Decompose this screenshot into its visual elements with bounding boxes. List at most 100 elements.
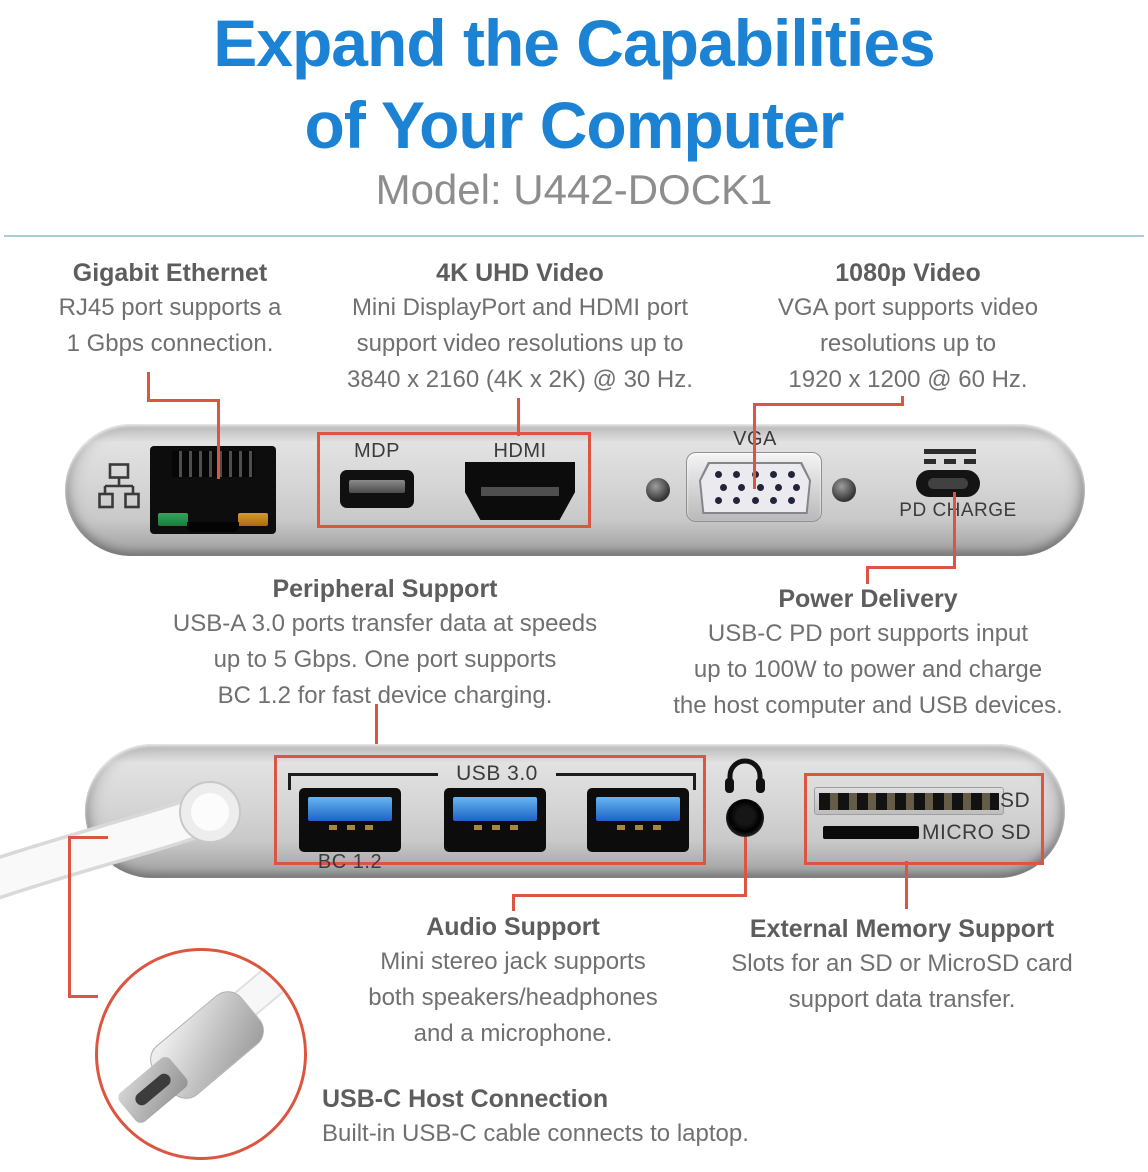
callout-line-text: up to 100W to power and charge <box>693 656 1043 683</box>
micro-sd-card-slot <box>823 826 919 839</box>
callout-line-text: Mini DisplayPort and HDMI port <box>351 294 689 321</box>
callout-1080p-video: 1080p Video VGA port supports video reso… <box>728 256 1088 398</box>
callout-line-4k <box>517 398 520 436</box>
hdmi-port <box>465 462 575 520</box>
title-line-1: Expand the Capabilities <box>213 6 936 80</box>
callout-line-host <box>68 836 108 839</box>
highlight-box-video-ports <box>317 432 591 528</box>
callout-power-delivery: Power Delivery USB-C PD port supports in… <box>648 582 1088 724</box>
callout-line-vga <box>753 403 756 489</box>
dc-power-icon-dashes <box>924 459 976 464</box>
sd-label: SD <box>1000 789 1031 812</box>
pd-charge-label: PD CHARGE <box>899 500 1017 521</box>
usb30-bracket <box>288 773 438 776</box>
usb-a-port <box>444 788 546 852</box>
usb30-bracket <box>693 773 696 790</box>
callout-line-audio <box>512 894 515 911</box>
usb-a-blue-tab <box>453 797 537 821</box>
rj45-ethernet-port <box>150 446 276 534</box>
usb30-bracket <box>288 773 291 790</box>
title-line-2: of Your Computer <box>304 88 845 162</box>
bc12-label: BC 1.2 <box>317 851 383 873</box>
callout-line-audio <box>744 837 747 897</box>
callout-gigabit-ethernet: Gigabit Ethernet RJ45 port supports a 1 … <box>20 256 320 362</box>
callout-title: USB-C Host Connection <box>322 1085 609 1113</box>
vga-pin-row <box>715 497 795 504</box>
highlight-box-usb-ports <box>274 755 706 865</box>
usb-c-pd-port <box>916 470 980 497</box>
highlight-box-card-slots <box>804 773 1044 865</box>
micro-sd-label: MICRO SD <box>922 821 1031 844</box>
usb-a-blue-tab <box>596 797 680 821</box>
callout-title: Gigabit Ethernet <box>72 259 268 287</box>
rj45-pins <box>172 451 254 477</box>
vga-pin-row <box>720 484 800 491</box>
callout-line-text: 1920 x 1200 @ 60 Hz. <box>788 366 1028 393</box>
callout-line-host <box>68 995 98 998</box>
callout-line-vga <box>753 403 904 406</box>
callout-title: Power Delivery <box>778 585 958 613</box>
rj45-latch <box>187 522 239 532</box>
rj45-led-green <box>158 513 188 526</box>
callout-line-peripheral <box>375 704 378 759</box>
callout-line-vga <box>901 396 904 406</box>
callout-line-memory <box>905 861 908 909</box>
usb30-bracket <box>556 773 696 776</box>
usb-a-contacts <box>607 825 669 830</box>
callout-line-pd <box>953 492 956 569</box>
callout-line-text: Mini stereo jack supports <box>380 948 646 975</box>
screw-hole <box>832 478 856 502</box>
callout-line-text: Slots for an SD or MicroSD card <box>731 950 1073 977</box>
callout-title: Peripheral Support <box>272 575 498 603</box>
callout-line-text: support video resolutions up to <box>356 330 684 357</box>
vga-port <box>686 452 822 522</box>
callout-line-text: up to 5 Gbps. One port supports <box>213 646 557 673</box>
usb-a-blue-tab <box>308 797 392 821</box>
callout-line-text: and a microphone. <box>413 1020 613 1047</box>
usb30-label: USB 3.0 <box>456 762 538 785</box>
divider <box>4 235 1144 237</box>
usbc-connector-photo <box>95 948 307 1160</box>
callout-peripheral-support: Peripheral Support USB-A 3.0 ports trans… <box>155 572 615 714</box>
callout-line-text: Built-in USB-C cable connects to laptop. <box>322 1120 749 1147</box>
usb-c-slot <box>928 478 968 489</box>
callout-line-text: resolutions up to <box>819 330 997 357</box>
model-number: Model: U442-DOCK1 <box>375 166 773 213</box>
callout-line-ethernet <box>147 399 220 402</box>
callout-line-pd <box>866 566 956 569</box>
callout-line-ethernet <box>147 372 150 402</box>
callout-line-audio <box>512 894 747 897</box>
hdmi-label: HDMI <box>493 440 547 462</box>
hdmi-slot <box>481 487 559 496</box>
callout-line-text: 1 Gbps connection. <box>66 330 274 357</box>
callout-line-text: RJ45 port supports a <box>58 294 282 321</box>
usbc-host-cable <box>0 781 241 900</box>
callout-line-text: 3840 x 2160 (4K x 2K) @ 30 Hz. <box>347 366 693 393</box>
callout-line-text: the host computer and USB devices. <box>673 692 1063 719</box>
callout-line-text: both speakers/headphones <box>368 984 658 1011</box>
screw-hole <box>646 478 670 502</box>
callout-line-pd <box>866 566 869 584</box>
callout-line-ethernet <box>217 399 220 479</box>
callout-external-memory: External Memory Support Slots for an SD … <box>688 912 1116 1018</box>
usb-a-contacts <box>319 825 381 830</box>
audio-jack-port <box>726 799 764 837</box>
callout-usbc-host: USB-C Host Connection Built-in USB-C cab… <box>322 1082 922 1152</box>
usb-a-port-bc12 <box>299 788 401 852</box>
callout-line-text: USB-A 3.0 ports transfer data at speeds <box>172 610 598 637</box>
callout-line-text: support data transfer. <box>788 986 1016 1013</box>
headphones-icon <box>725 758 765 793</box>
callout-title: Audio Support <box>426 913 600 941</box>
callout-line-text: VGA port supports video <box>777 294 1039 321</box>
callout-title: 4K UHD Video <box>436 259 604 287</box>
callout-line-text: BC 1.2 for fast device charging. <box>217 682 553 709</box>
usb-a-port <box>587 788 689 852</box>
page-title: Expand the Capabilities of Your Computer <box>0 2 1148 166</box>
sd-slot-pins <box>819 793 999 810</box>
dc-power-icon <box>924 449 976 454</box>
callout-line-host <box>68 836 71 998</box>
callout-line-text: USB-C PD port supports input <box>707 620 1029 647</box>
callout-audio-support: Audio Support Mini stereo jack supports … <box>333 910 693 1052</box>
usb-a-contacts <box>464 825 526 830</box>
